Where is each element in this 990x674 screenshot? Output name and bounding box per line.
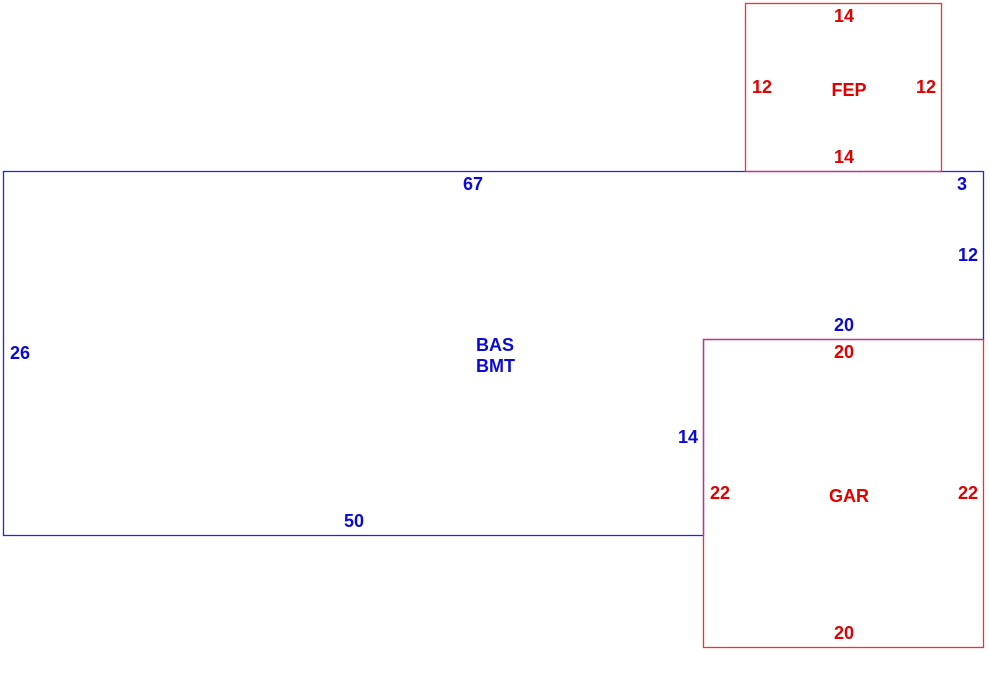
main-dim-right: 12	[958, 245, 978, 265]
main-dim-bottom: 50	[344, 511, 364, 531]
gar-dim-left: 22	[710, 483, 730, 503]
fep-label: FEP	[831, 80, 866, 100]
main-label-bmt: BMT	[476, 356, 515, 376]
fep-dim-top: 14	[834, 6, 854, 26]
main-label-bas: BAS	[476, 335, 514, 355]
fep-dim-bottom: 14	[834, 147, 854, 167]
main-dim-top-right: 3	[957, 174, 967, 194]
main-dim-top: 67	[463, 174, 483, 194]
gar-dim-top: 20	[834, 342, 854, 362]
fep-area-outline[interactable]	[744, 2, 943, 173]
fep-dim-right: 12	[916, 77, 936, 97]
gar-label: GAR	[829, 486, 869, 506]
gar-dim-bottom: 20	[834, 623, 854, 643]
main-dim-inner-top: 20	[834, 315, 854, 335]
main-dim-left: 26	[10, 343, 30, 363]
main-dim-inner-left: 14	[678, 427, 698, 447]
fep-dim-left: 12	[752, 77, 772, 97]
gar-dim-right: 22	[958, 483, 978, 503]
gar-area-outline[interactable]	[702, 338, 985, 649]
